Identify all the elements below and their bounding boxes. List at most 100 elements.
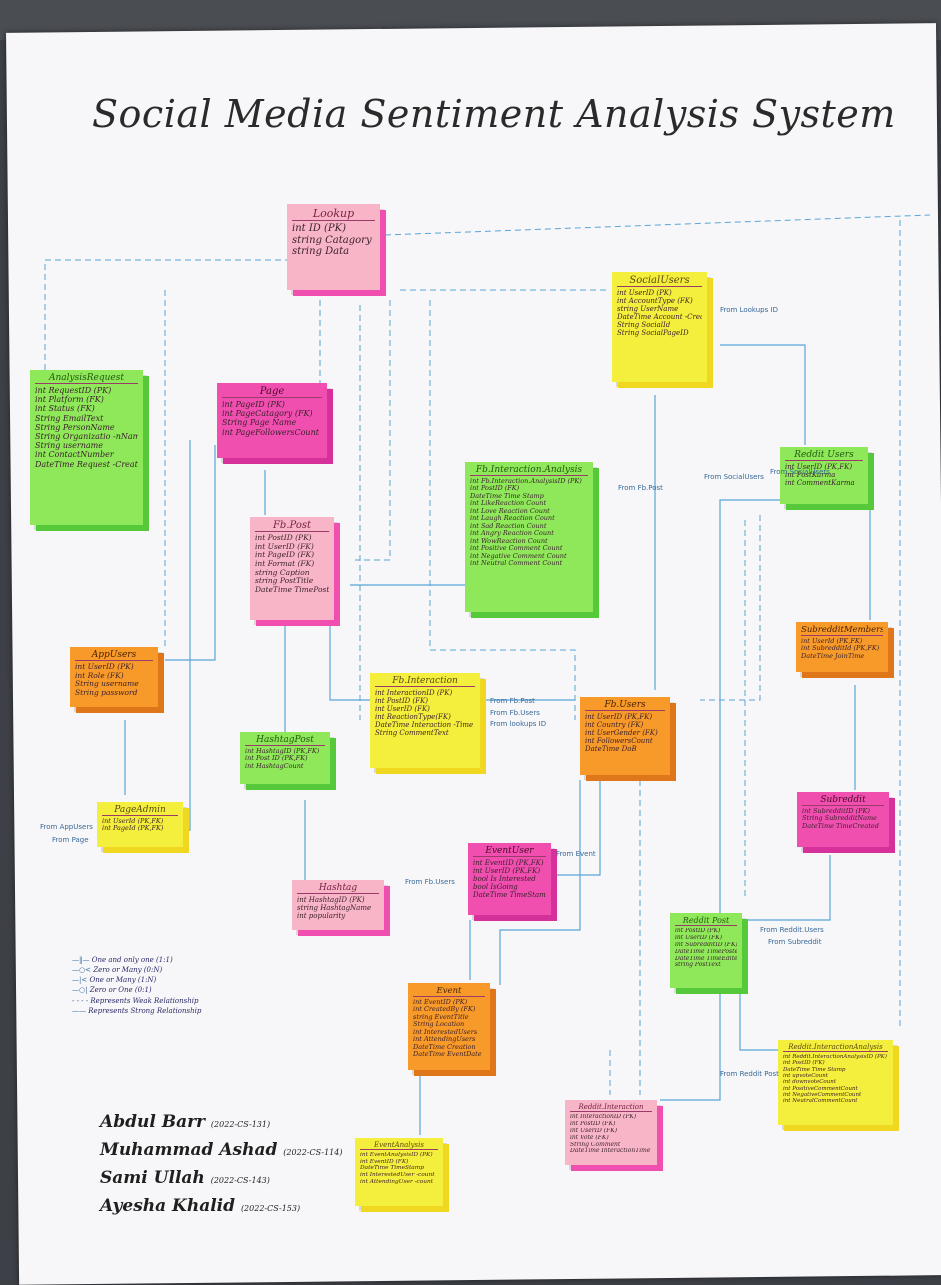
entity-reddit-interaction-analysis: Reddit.InteractionAnalysis int Reddit.In… <box>778 1040 899 1131</box>
field: int InteractionID (PK) <box>570 1114 637 1120</box>
field: String username <box>35 441 103 451</box>
entity-name: Reddit.Interaction <box>570 1103 652 1112</box>
fbusers-to-event-line <box>499 780 581 985</box>
entity-name: Hashtag <box>297 883 379 894</box>
field: DateTime TimePosted <box>675 948 737 955</box>
entity-name: EventUser <box>473 846 546 857</box>
author: Sami Ullah (2022-CS-143) <box>100 1168 270 1188</box>
field: int SubredditID (FK) <box>675 941 737 948</box>
entity-subreddit-members: SubredditMembers int UserId (PK,FK) int … <box>796 622 894 678</box>
entity-name: SubredditMembers <box>801 625 883 636</box>
field: string Data <box>292 246 350 257</box>
entity-fb-interaction: Fb.Interaction int InteractionID (PK) in… <box>370 673 486 774</box>
entity-fb-users: Fb.Users int UserID (PK,FK) int Country … <box>580 697 676 781</box>
entity-name: SocialUsers <box>617 275 702 287</box>
field: int PostID (PK) <box>255 534 312 542</box>
field: int WowReaction Count <box>470 537 548 545</box>
entity-page: Page int PageID (PK) int PageCatagory (F… <box>217 383 333 464</box>
fbpost-to-interaction-line <box>329 625 370 701</box>
author: Muhammad Ashad (2022-CS-114) <box>100 1140 343 1160</box>
redditpost-to-interaction-line <box>660 990 721 1101</box>
fbusers-to-eventusers-line <box>555 780 601 876</box>
field: int CommentKarma <box>785 479 855 488</box>
entity-lookup: Lookup int ID (PK) string Catagory strin… <box>287 204 386 296</box>
field: int EventID (PK,FK) <box>473 859 544 867</box>
entity-name: Fb.Interaction <box>375 676 475 687</box>
entity-fb-interaction-analysis: Fb.Interaction.Analysis int Fb.Interacti… <box>465 462 599 618</box>
entity-subreddit: Subreddit int SubredditID (PK) String Su… <box>797 792 895 853</box>
entity-reddit-post: Reddit Post int PostID (PK) int UserID (… <box>670 913 748 994</box>
lookup-to-fbusers-line <box>429 300 576 720</box>
subreddit-to-redditpost-line <box>745 855 831 921</box>
field: String PersonName <box>35 422 115 432</box>
field: int PostID (FK) <box>375 697 428 706</box>
entity-name: Lookup <box>292 207 375 221</box>
legend-item: - - - - Represents Weak Relationship <box>72 996 199 1005</box>
field: DateTime DoB <box>585 745 637 754</box>
entity-name: Fb.Post <box>255 520 329 532</box>
annotation: From Fb.Post <box>490 697 535 705</box>
field: string PostTitle <box>255 577 314 586</box>
field: DateTime Interaction -Time <box>375 721 474 730</box>
entity-event-users: EventUser int EventID (PK,FK) int UserID… <box>468 843 557 921</box>
field: int PageFollowersCount <box>222 427 319 437</box>
field: int InteractionID (PK) <box>375 689 453 697</box>
field: string Caption <box>255 568 310 577</box>
field: int Love Reaction Count <box>470 507 550 515</box>
field: int PageCatagory (FK) <box>222 409 313 419</box>
field: int UserID (PK,FK) <box>473 867 541 876</box>
entity-name: HashtagPost <box>245 735 325 746</box>
field: DateTime Request -CreatedOn <box>35 459 138 469</box>
field: int Country (FK) <box>585 721 644 730</box>
field: int UserID (PK) <box>75 663 134 671</box>
legend-item: —— Represents Strong Relationship <box>72 1006 202 1015</box>
annotation: From SocialUsers <box>704 473 764 481</box>
entity-name: Subreddit <box>802 795 884 806</box>
authors-list: Abdul Barr (2022-CS-131) Muhammad Ashad … <box>100 1112 342 1224</box>
entity-event: Event int EventID (PK) int CreatedBy (FK… <box>408 983 496 1076</box>
field: int Reddit.InteractionAnalysisID (PK) <box>783 1054 887 1060</box>
field: int InterestedUser -count <box>360 1171 435 1178</box>
annotation: From AppUsers <box>40 823 93 831</box>
field: int PostKarma <box>785 471 836 480</box>
field: int AttendingUsers <box>413 1036 476 1044</box>
field: String Location <box>413 1021 465 1029</box>
field: int UserId (PK,FK) <box>801 638 863 645</box>
field: int PageID (FK) <box>255 551 315 560</box>
field: int LikeReaction Count <box>470 500 547 508</box>
annotation: From SocialUsers <box>770 468 830 476</box>
annotation: From Event <box>556 850 596 858</box>
annotation: From Lookups ID <box>720 306 778 314</box>
field: int PostID (FK) <box>783 1060 825 1067</box>
entity-analysis-request: AnalysisRequest int RequestID (PK) int P… <box>30 370 149 531</box>
field: int Negative Comment Count <box>470 552 567 560</box>
entity-name: Fb.Users <box>585 700 665 711</box>
field: DateTime Time Stamp <box>783 1066 846 1073</box>
field: DateTime TimeStamp <box>473 891 546 900</box>
lookup-to-fbpost-line <box>355 300 391 561</box>
field: DateTime TimePosted <box>255 585 329 594</box>
socialusers-to-redditusers-line <box>720 344 806 445</box>
field: String SubredditName <box>802 815 878 823</box>
annotation: From Fb.Users <box>405 878 455 886</box>
field: DateTime TimeCreated <box>802 822 879 830</box>
field: int NegativeCommentCount <box>783 1091 862 1098</box>
field: int Format (FK) <box>255 559 315 568</box>
legend-item: —○| Zero or One (0:1) <box>72 986 152 995</box>
field: DateTime Time Stamp <box>470 492 544 500</box>
entity-name: EventAnalysis <box>360 1141 438 1150</box>
entity-fb-post: Fb.Post int PostID (PK) int UserID (FK) … <box>250 517 340 626</box>
annotation: From Reddit Post <box>720 1070 779 1078</box>
field: DateTime EventDate <box>413 1051 482 1059</box>
field: int UserID (FK) <box>570 1127 618 1134</box>
field: int UserID (FK) <box>255 542 314 551</box>
field: int NeutralCommentCount <box>783 1098 858 1105</box>
field: string EventTitle <box>413 1013 469 1021</box>
annotation: From Reddit.Users <box>760 926 824 934</box>
redditusers-to-redditpost-line <box>719 499 780 920</box>
entity-event-analysis: EventAnalysis int EventAnalysisID (PK) i… <box>355 1138 449 1212</box>
annotation: From Subreddit <box>768 938 822 946</box>
field: int Post ID (PK,FK) <box>245 755 308 763</box>
field: String CommentText <box>375 729 449 738</box>
